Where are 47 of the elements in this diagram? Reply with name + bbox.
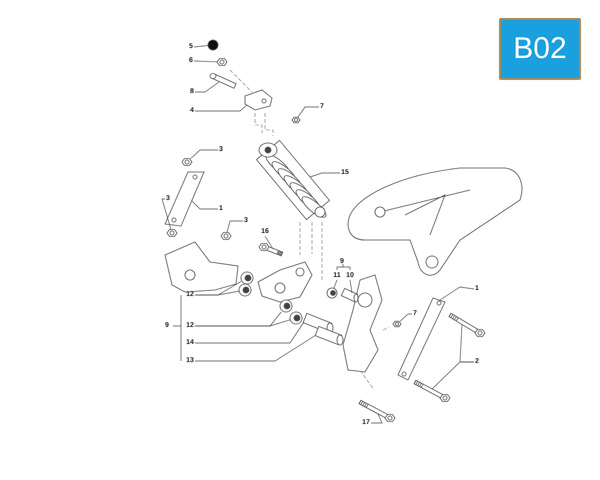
bolt-drawing bbox=[448, 312, 486, 337]
leader-line bbox=[192, 200, 218, 210]
bushing-drawing bbox=[240, 272, 254, 284]
bolt-drawing bbox=[358, 400, 396, 422]
bushing-drawing bbox=[280, 300, 292, 312]
leader-line bbox=[194, 82, 220, 92]
section-code-badge: B02 bbox=[499, 18, 581, 80]
leader-line bbox=[194, 60, 218, 62]
leader-line bbox=[190, 150, 218, 159]
leader-line bbox=[194, 104, 248, 112]
nut-drawing bbox=[166, 229, 178, 237]
nut-drawing bbox=[182, 158, 192, 166]
leader-line bbox=[440, 286, 474, 300]
bolt-drawing bbox=[258, 243, 284, 256]
nut-drawing bbox=[220, 232, 232, 240]
leader-line bbox=[350, 280, 352, 294]
leader-line bbox=[194, 290, 240, 296]
leader-line bbox=[264, 236, 274, 250]
link-drawing bbox=[164, 172, 205, 226]
leader-line bbox=[400, 314, 412, 322]
spacer-drawing bbox=[314, 326, 344, 346]
nut-drawing bbox=[292, 116, 300, 124]
swingarm-drawing bbox=[348, 168, 522, 276]
nut-drawing bbox=[216, 58, 228, 66]
rocker-drawing bbox=[258, 262, 312, 302]
leader-line bbox=[194, 320, 290, 326]
leader-line bbox=[370, 414, 383, 424]
part-circle bbox=[208, 40, 218, 50]
leader-line bbox=[194, 334, 316, 362]
spacer-drawing bbox=[340, 288, 358, 302]
leader-line bbox=[432, 362, 474, 390]
leader-line bbox=[194, 322, 304, 344]
bolt-drawing bbox=[210, 73, 237, 89]
leader-line bbox=[194, 45, 208, 48]
leader-line bbox=[298, 106, 320, 118]
leader-line bbox=[162, 198, 172, 230]
leader-line bbox=[334, 280, 338, 288]
frame-bracket-drawing bbox=[164, 242, 238, 292]
bushing-drawing bbox=[326, 288, 338, 298]
clevis-drawing bbox=[244, 90, 272, 110]
bushing-drawing bbox=[290, 312, 302, 324]
leader-line bbox=[310, 172, 340, 178]
nut-drawing bbox=[392, 320, 402, 328]
leader-line bbox=[226, 220, 244, 233]
shock-absorber-drawing bbox=[256, 140, 330, 220]
bolt-drawing bbox=[414, 380, 450, 402]
bushing-drawing bbox=[238, 284, 252, 296]
